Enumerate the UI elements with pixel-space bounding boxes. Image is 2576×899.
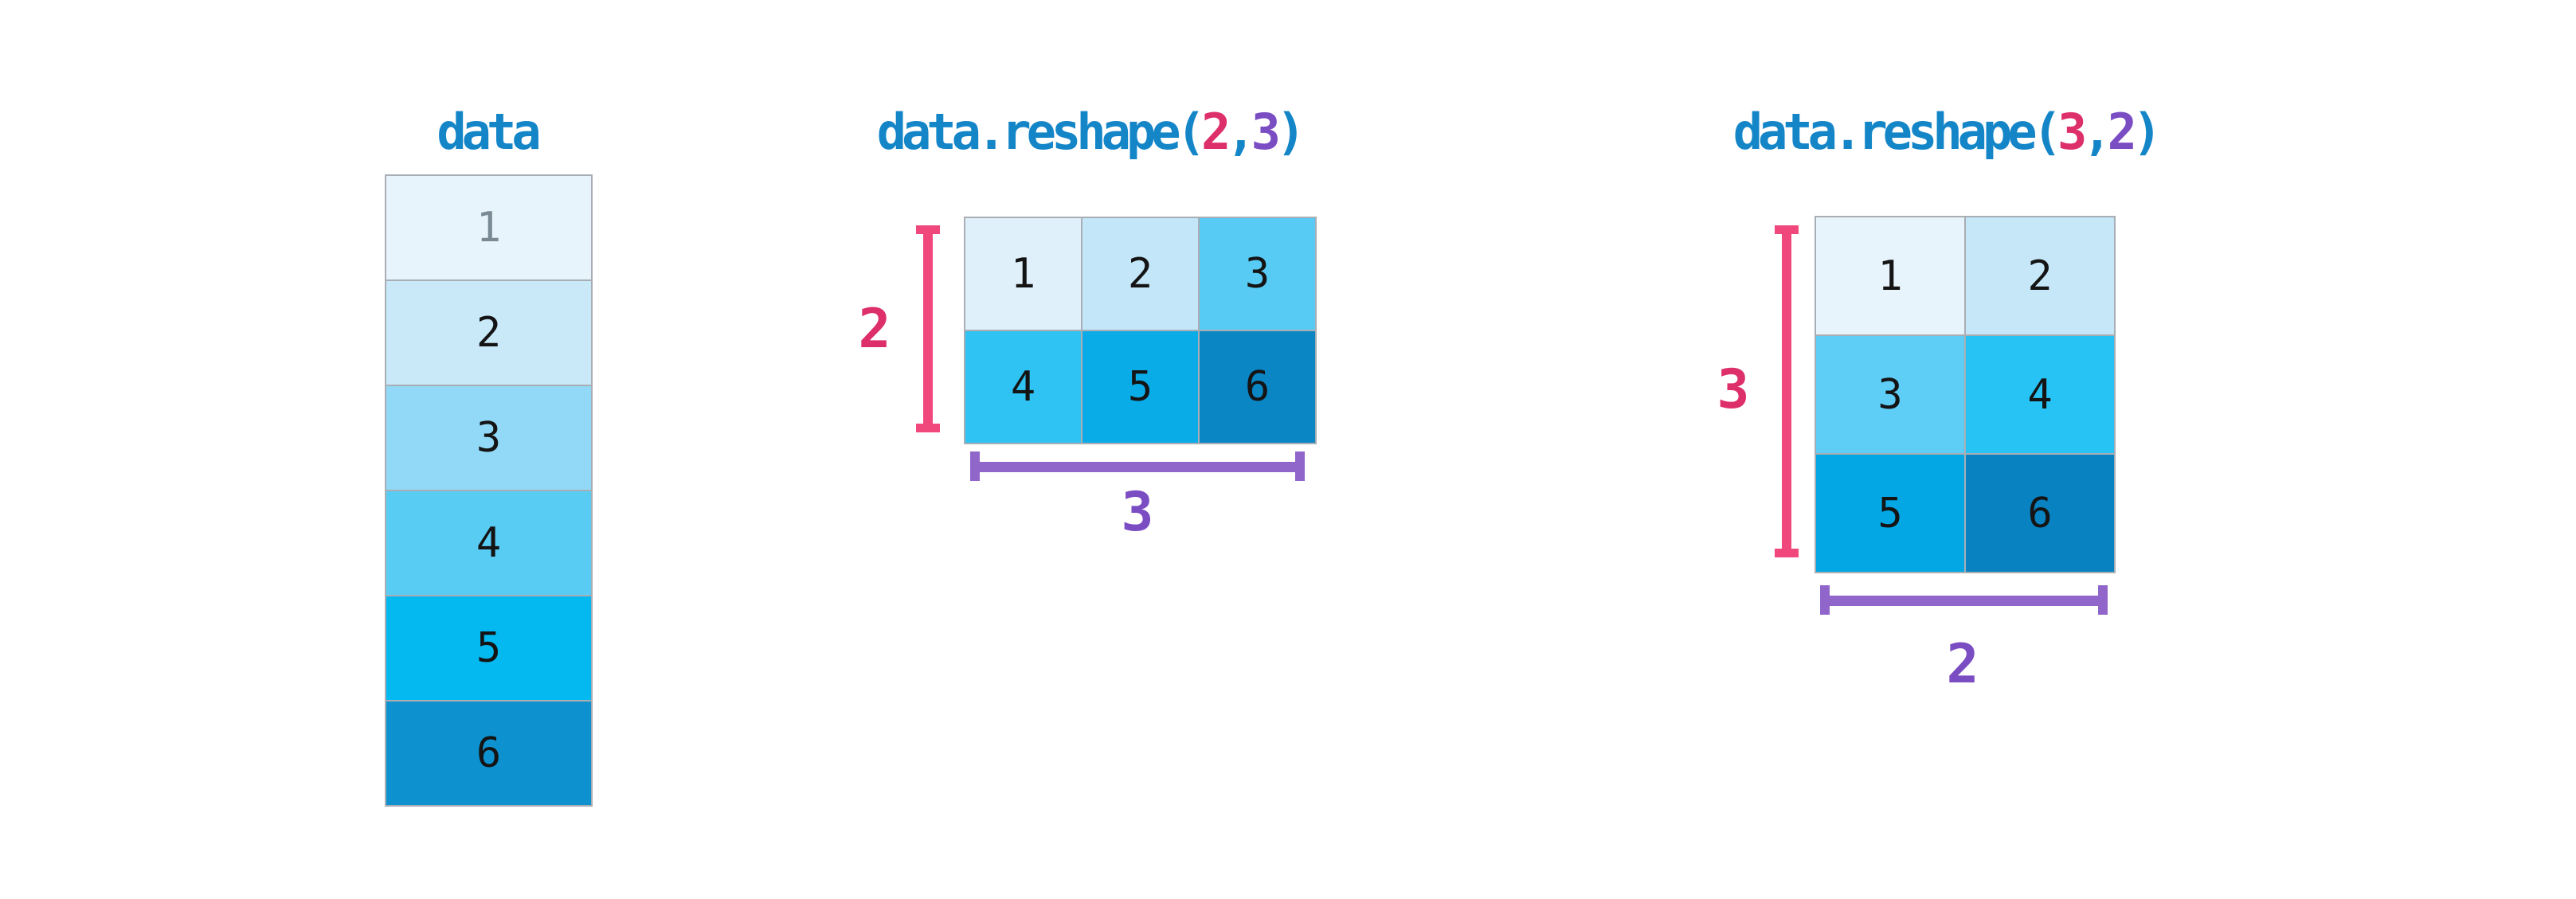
fig2-cols-bracket-line (970, 462, 1305, 472)
fig1-cell-3: 3 (386, 386, 591, 490)
fig1-cell-2: 2 (386, 281, 591, 385)
fig2-cell-2: 2 (1082, 218, 1198, 330)
fig2-rows-bracket-cap-bottom (916, 424, 940, 432)
fig2-matrix-2x3: 1 2 3 4 5 6 (964, 217, 1317, 444)
fig2-cols-count-label: 3 (1121, 481, 1154, 544)
fig2-cols-bracket (970, 451, 1305, 481)
fig3-title: data.reshape(3,2) (1706, 100, 2184, 164)
fig2-title-rows-arg: 2 (1200, 103, 1231, 161)
fig2-cols-bracket-cap-left (970, 451, 980, 481)
fig2-cell-3: 3 (1200, 218, 1315, 330)
fig3-cols-bracket-cap-left (1820, 585, 1830, 615)
fig3-rows-bracket-cap-bottom (1775, 549, 1799, 557)
fig3-cols-count-label: 2 (1946, 633, 1979, 696)
fig3-cell-3: 3 (1816, 336, 1964, 453)
fig1-data-column: 1 2 3 4 5 6 (385, 174, 593, 807)
fig3-matrix-3x2: 1 2 3 4 5 6 (1815, 216, 2116, 573)
fig3-title-cols-arg: 2 (2107, 103, 2137, 161)
fig2-rows-bracket (916, 225, 940, 432)
fig2-rows-count-label: 2 (858, 298, 891, 361)
fig3-rows-bracket (1775, 225, 1799, 557)
fig2-cols-bracket-cap-right (1295, 451, 1305, 481)
fig3-cols-bracket-cap-right (2098, 585, 2108, 615)
fig3-title-comma: , (2082, 103, 2112, 161)
fig1-cell-6: 6 (386, 702, 591, 805)
fig2-cell-5: 5 (1082, 331, 1198, 443)
fig3-cell-6: 6 (1966, 455, 2114, 572)
fig3-title-rows-arg: 3 (2057, 103, 2087, 161)
fig2-title-comma: , (1226, 103, 1255, 161)
fig2-title-close: ) (1275, 103, 1306, 161)
fig3-cell-4: 4 (1966, 336, 2114, 453)
fig2-cell-6: 6 (1200, 331, 1315, 443)
fig1-cell-1: 1 (386, 176, 591, 279)
fig3-cols-bracket (1820, 585, 2108, 615)
fig2-title: data.reshape(2,3) (850, 100, 1328, 164)
fig2-cell-1: 1 (965, 218, 1081, 330)
fig3-title-close: ) (2132, 103, 2162, 161)
fig3-rows-bracket-cap-top (1775, 225, 1799, 234)
fig2-title-prefix: data.reshape( (876, 103, 1206, 161)
fig3-cell-2: 2 (1966, 217, 2114, 334)
fig2-rows-bracket-line (923, 225, 933, 432)
fig2-title-cols-arg: 3 (1251, 103, 1281, 161)
fig1-title: data (437, 103, 541, 161)
fig1-cell-5: 5 (386, 596, 591, 700)
fig1-cell-4: 4 (386, 491, 591, 595)
fig3-title-prefix: data.reshape( (1732, 103, 2062, 161)
fig3-cell-1: 1 (1816, 217, 1964, 334)
fig3-rows-bracket-line (1782, 225, 1791, 557)
fig3-rows-count-label: 3 (1717, 358, 1750, 421)
fig3-cols-bracket-line (1820, 596, 2108, 606)
fig2-cell-4: 4 (965, 331, 1081, 443)
fig3-cell-5: 5 (1816, 455, 1964, 572)
fig2-rows-bracket-cap-top (916, 225, 940, 234)
